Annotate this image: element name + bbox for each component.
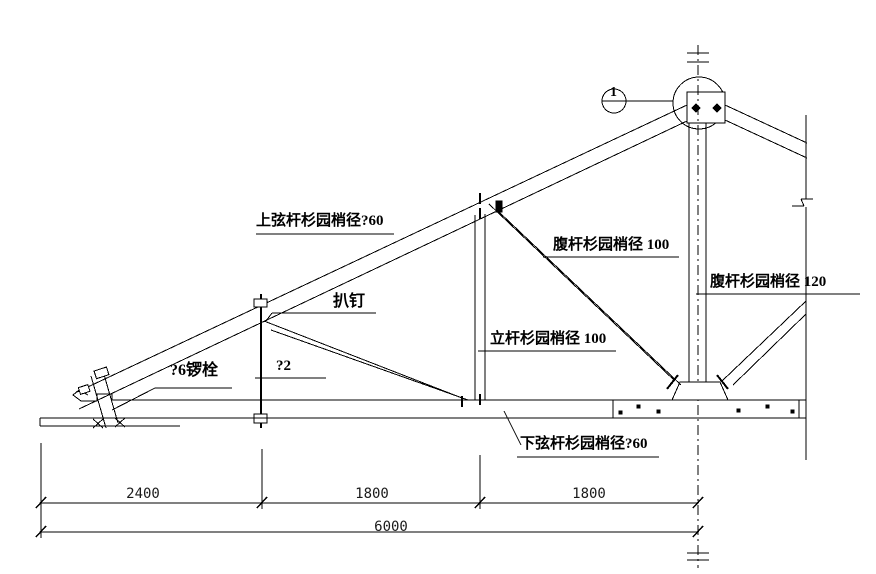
suspender-rod	[253, 294, 268, 428]
chord-bolt-dots	[618, 404, 795, 415]
bottom-chord-label: 下弦杆杉园梢径?60	[520, 436, 648, 452]
dimension-lines	[35, 443, 704, 538]
bolt-mark	[712, 103, 722, 113]
heel-joint	[77, 366, 126, 429]
king-post-shoe	[666, 374, 729, 401]
break-line-right	[792, 115, 813, 460]
apex-joint	[672, 76, 726, 130]
strut	[263, 320, 469, 401]
dim-segment-1: 2400	[126, 486, 160, 502]
dim-segment-2: 1800	[355, 486, 389, 502]
king-post	[687, 45, 709, 568]
web-diagonal-120-label: 腹杆杉园梢径 120	[710, 274, 827, 290]
detail-callout-bubble	[601, 88, 673, 114]
heel-bolt-marks	[92, 417, 126, 429]
heel-bolt-label: ?6锣栓	[170, 362, 219, 379]
dim-ticks	[35, 496, 704, 538]
web-diagonal-100-label: 腹杆杉园梢径 100	[553, 237, 670, 253]
web-diagonal-120	[721, 300, 807, 386]
dim-segment-3: 1800	[572, 486, 606, 502]
top-chord-label: 上弦杆杉园梢径?60	[256, 213, 384, 229]
label-underlines	[111, 233, 860, 458]
bolt-tick	[666, 374, 679, 390]
vertical-post-100-label: 立杆杉园梢径 100	[490, 331, 607, 347]
detail-callout-number: 1	[610, 85, 617, 100]
dim-total: 6000	[374, 519, 408, 535]
bolt-tick	[716, 374, 729, 390]
suspender-rod-label: ?2	[276, 358, 291, 374]
top-chord-left	[74, 104, 688, 410]
vertical-post-100	[461, 193, 486, 407]
cramp-nail-label: 扒钉	[333, 293, 366, 310]
web-diagonal-100	[488, 200, 682, 386]
top-chord-right	[724, 104, 808, 159]
bolt-mark	[495, 200, 503, 213]
